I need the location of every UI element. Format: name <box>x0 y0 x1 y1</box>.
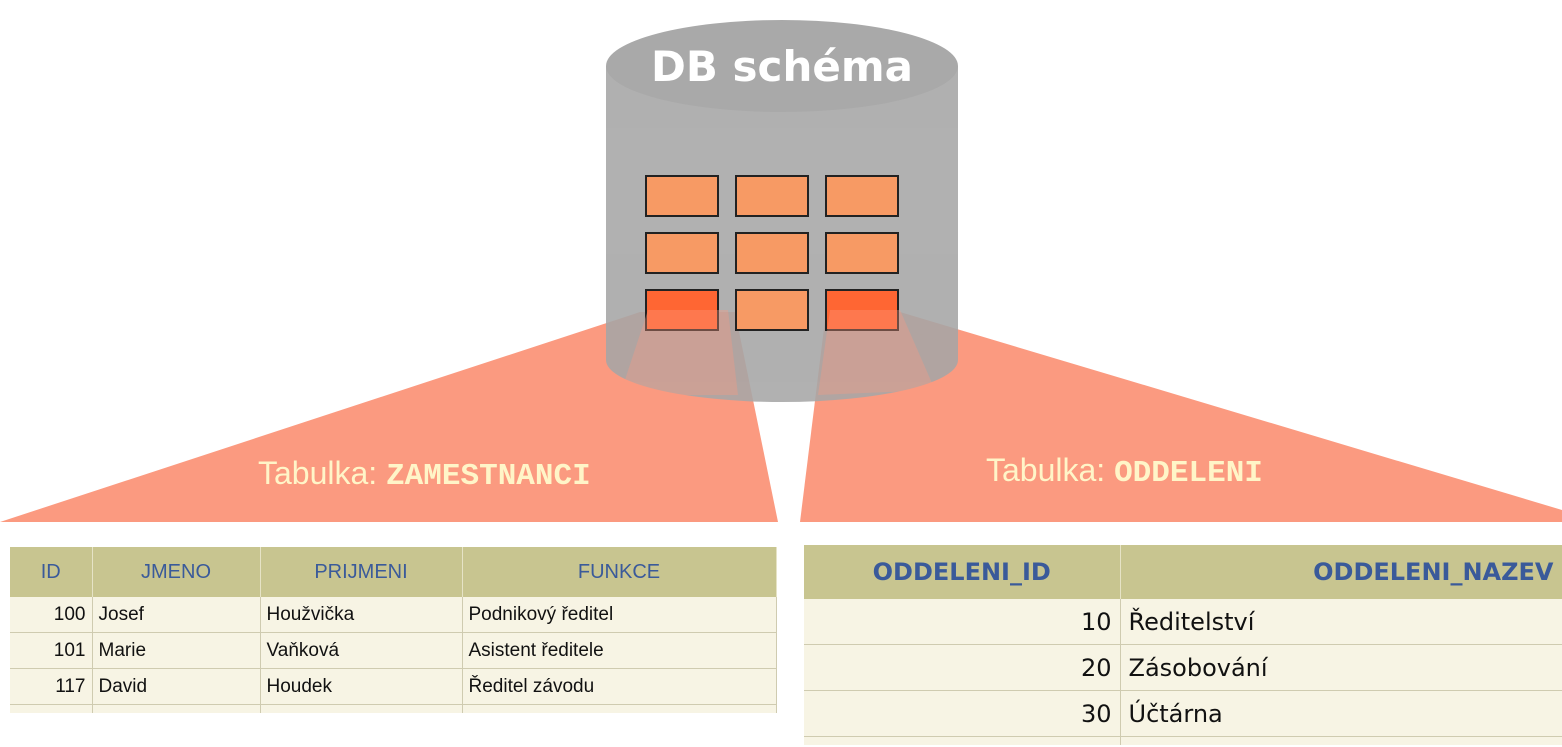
table-row: 100 Josef Houžvička Podnikový ředitel <box>10 597 777 633</box>
column-header-oddeleni-id: ODDELENI_ID <box>804 545 1121 599</box>
table-row: 20 Zásobování <box>804 644 1562 691</box>
cell-funkce: Podnikový ředitel <box>462 597 777 633</box>
cell-id: 100 <box>10 597 93 633</box>
table-zamestnanci: ID JMENO PRIJMENI FUNKCE 100 Josef Houžv… <box>10 547 777 713</box>
cell-oddeleni-id: 10 <box>804 599 1121 645</box>
cell-prijmeni: Vaňková <box>260 632 463 669</box>
schema-table-cell <box>735 232 809 274</box>
table-header-row: ODDELENI_ID ODDELENI_NAZEV <box>804 545 1562 599</box>
table-row: 30 Účtárna <box>804 690 1562 737</box>
table-oddeleni: ODDELENI_ID ODDELENI_NAZEV 10 Ředitelstv… <box>804 545 1562 745</box>
cell-oddeleni-nazev: Účtárna <box>1120 690 1562 737</box>
schema-table-cell-highlighted <box>645 289 719 331</box>
column-header-prijmeni: PRIJMENI <box>260 547 463 597</box>
callout-prefix: Tabulka: <box>258 455 387 491</box>
column-header-oddeleni-nazev: ODDELENI_NAZEV <box>1120 545 1562 599</box>
cell-id: 101 <box>10 632 93 669</box>
schema-table-cell <box>825 175 899 217</box>
table-row-partial <box>10 704 777 713</box>
schema-table-cell-highlighted <box>825 289 899 331</box>
callout-overlay-right <box>818 310 935 395</box>
callout-prefix: Tabulka: <box>986 452 1115 488</box>
schema-table-cell <box>735 289 809 331</box>
cell-oddeleni-nazev: Zásobování <box>1120 644 1562 691</box>
cell-oddeleni-id: 30 <box>804 690 1121 737</box>
db-schema-title: DB schéma <box>651 42 913 91</box>
callout-wedge-right <box>800 312 1562 522</box>
table-header-row: ID JMENO PRIJMENI FUNKCE <box>10 547 777 597</box>
cell-oddeleni-id: 20 <box>804 644 1121 691</box>
cell-id: 117 <box>10 668 93 705</box>
callout-wedge-left <box>0 312 778 522</box>
callout-table-name: ZAMESTNANCI <box>386 459 591 494</box>
column-header-funkce: FUNKCE <box>462 547 777 597</box>
cell-oddeleni-nazev: Ředitelství <box>1120 599 1562 645</box>
schema-table-cell <box>645 232 719 274</box>
cell-prijmeni: Houžvička <box>260 597 463 633</box>
table-row: 101 Marie Vaňková Asistent ředitele <box>10 632 777 669</box>
column-header-id: ID <box>10 547 93 597</box>
schema-tables-grid <box>645 175 899 331</box>
callout-table-name: ODDELENI <box>1114 456 1263 491</box>
cell-jmeno: Marie <box>92 632 261 669</box>
cell-jmeno: David <box>92 668 261 705</box>
table-row-partial <box>804 736 1562 745</box>
table-row: 117 David Houdek Ředitel závodu <box>10 668 777 705</box>
schema-table-cell <box>825 232 899 274</box>
callout-label-oddeleni: Tabulka: ODDELENI <box>986 452 1263 491</box>
cell-prijmeni: Houdek <box>260 668 463 705</box>
schema-table-cell <box>735 175 809 217</box>
cell-jmeno: Josef <box>92 597 261 633</box>
cell-funkce: Asistent ředitele <box>462 632 777 669</box>
column-header-jmeno: JMENO <box>92 547 261 597</box>
schema-table-cell <box>645 175 719 217</box>
table-row: 10 Ředitelství <box>804 599 1562 645</box>
callout-label-zamestnanci: Tabulka: ZAMESTNANCI <box>258 455 591 494</box>
cell-funkce: Ředitel závodu <box>462 668 777 705</box>
callout-overlay-left <box>620 310 738 395</box>
